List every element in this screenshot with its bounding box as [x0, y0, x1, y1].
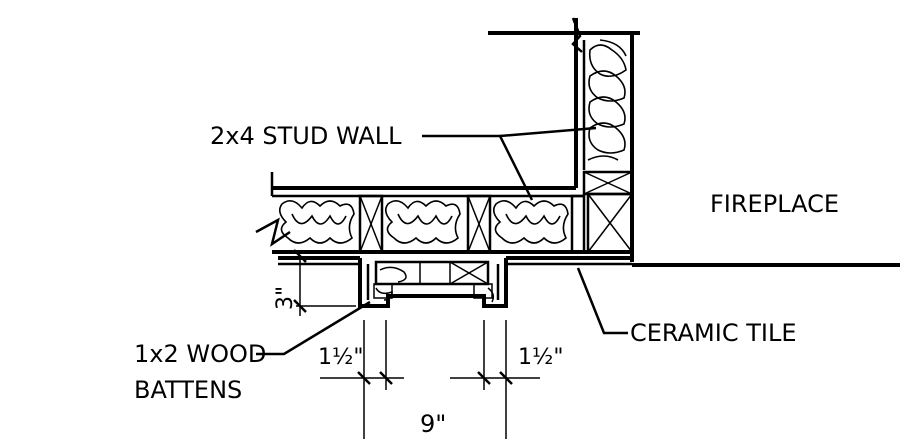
battens-label-line2: BATTENS — [134, 376, 242, 404]
battens-label-line1: 1x2 WOOD — [134, 340, 266, 368]
dim-offset-text: 3" — [273, 286, 298, 310]
horizontal-insulation — [278, 200, 569, 244]
dim-batten-right-text: 1½" — [518, 345, 563, 370]
horizontal-stud-wall — [255, 172, 632, 254]
batten-recess — [358, 258, 508, 308]
vertical-insulation — [587, 39, 627, 161]
ceramic-tile-label: CERAMIC TILE — [630, 319, 797, 347]
battens-leader — [256, 300, 371, 356]
finish-surfaces — [278, 256, 900, 267]
stud-wall-leader — [422, 126, 597, 201]
dimension-batten-right — [450, 320, 540, 439]
dimension-batten-left — [320, 320, 404, 439]
fireplace-label: FIREPLACE — [710, 190, 839, 218]
studs — [358, 194, 492, 254]
stud-wall-label: 2x4 STUD WALL — [210, 122, 402, 150]
dim-overall-text: 9" — [420, 410, 446, 438]
dimension-3in — [293, 249, 356, 316]
ceramic-tile-leader — [576, 267, 628, 335]
dim-batten-left-text: 1½" — [318, 345, 363, 370]
vertical-stud-wall — [488, 17, 640, 262]
